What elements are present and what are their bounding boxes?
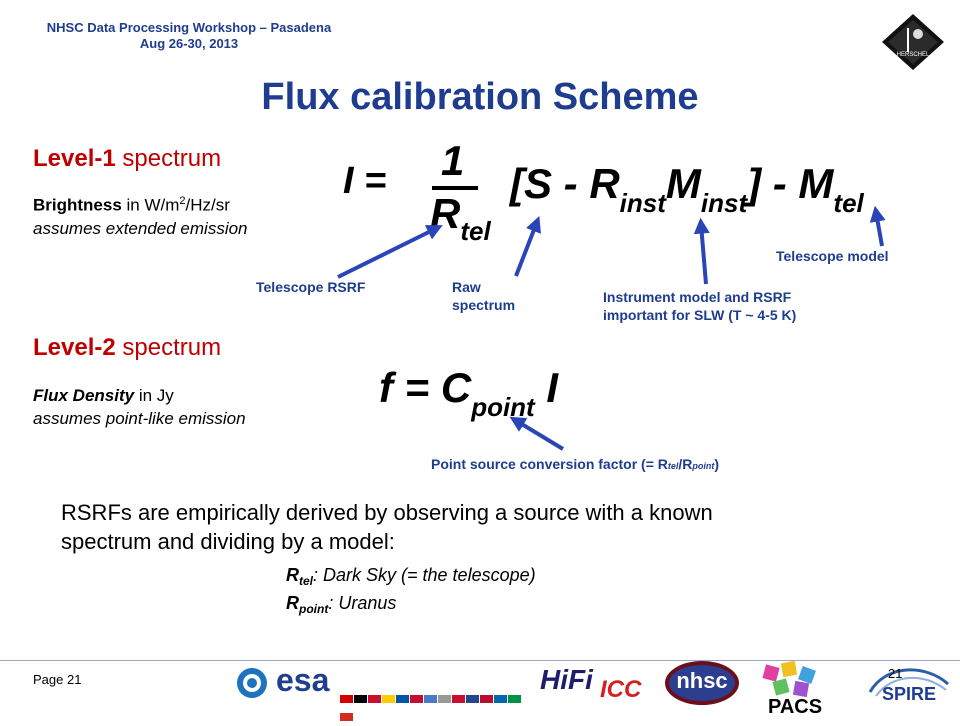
level1-description: Brightness in W/m2/Hz/sr assumes extende… [33, 195, 248, 238]
level2-heading-bold: Level-2 [33, 334, 116, 361]
herschel-logo: HERSCHEL [878, 12, 948, 72]
equation-level2: f = Cpoint I [379, 364, 559, 422]
eq1-frac-num: 1 [441, 137, 465, 184]
header: NHSC Data Processing Workshop – Pasadena… [24, 20, 354, 52]
arrow-telescope-model [869, 205, 886, 247]
slide-number-right: 21 [888, 666, 903, 681]
hifi-logo-text: HiFi [540, 664, 593, 695]
level2-desc-bold: Flux Density [33, 386, 135, 405]
level1-heading: Level-1 spectrum [33, 145, 221, 173]
icc-logo-text: ICC [600, 676, 642, 703]
label-telescope-rsrf: Telescope RSRF [256, 279, 366, 295]
esa-logo: esa [232, 662, 521, 721]
level1-desc-line2: assumes extended emission [33, 218, 248, 238]
definition-rpoint: Rpoint: Uranus [286, 593, 397, 616]
arrow-telescope-rsrf [337, 225, 443, 279]
label-raw-spectrum: Raw spectrum [452, 279, 516, 313]
header-line-2: Aug 26-30, 2013 [139, 36, 239, 51]
level1-heading-bold: Level-1 [33, 145, 116, 172]
definition-rtel: Rtel: Dark Sky (= the telescope) [286, 565, 536, 588]
eq1-frac-den: Rtel [430, 190, 491, 246]
header-line-1: NHSC Data Processing Workshop – Pasadena [46, 20, 332, 35]
level1-heading-rest: spectrum [115, 145, 222, 172]
hifi-icc-logo: HiFi ICC [540, 664, 660, 704]
eq1-frac-bar [432, 186, 478, 190]
page-number: Page 21 [33, 672, 82, 687]
slide-title: Flux calibration Scheme [261, 76, 699, 118]
pacs-logo-text: PACS [768, 696, 823, 718]
spire-logo: 21 SPIRE [866, 662, 956, 708]
label-instrument-model: Instrument model and RSRF important for … [603, 289, 797, 323]
pacs-logo: PACS [752, 660, 842, 720]
label-point-source: Point source conversion factor (= Rtel/R… [431, 456, 720, 472]
spire-logo-text: SPIRE [882, 684, 937, 704]
equation-level1: I = 1 Rtel [S - RinstMinst] - Mtel [0, 0, 960, 260]
esa-logo-text: esa [276, 662, 330, 698]
body-paragraph: RSRFs are empirically derived by observi… [61, 500, 713, 554]
level1-desc-bold: Brightness [33, 195, 122, 215]
nhsc-logo: nhsc [664, 660, 740, 706]
level2-description: Flux Density in Jy assumes point-like em… [33, 386, 246, 428]
arrow-raw-spectrum [514, 216, 541, 277]
herschel-logo-text: HERSCHEL [897, 52, 930, 58]
eq1-lhs: I = [343, 160, 387, 202]
arrow-point-source [509, 416, 565, 451]
level2-heading-rest: spectrum [115, 334, 222, 361]
arrow-instrument-model [693, 217, 710, 285]
esa-member-flags [340, 690, 530, 726]
level2-desc-line2: assumes point-like emission [33, 409, 246, 428]
eq1-bracket-expression: [S - RinstMinst] - Mtel [510, 160, 864, 218]
nhsc-logo-text: nhsc [676, 668, 728, 693]
level2-heading: Level-2 spectrum [33, 334, 221, 362]
footer-divider [0, 660, 960, 661]
label-telescope-model: Telescope model [776, 248, 889, 264]
